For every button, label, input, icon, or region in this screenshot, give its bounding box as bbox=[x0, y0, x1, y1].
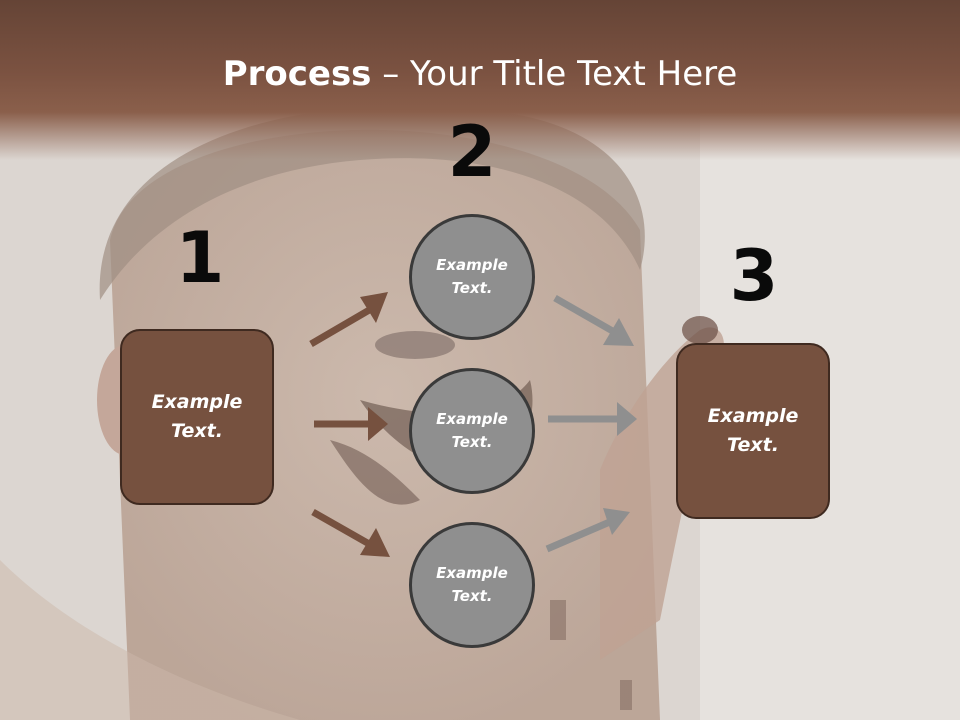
title-band bbox=[0, 0, 960, 160]
circle-bottom-text: Example Text. bbox=[436, 564, 508, 605]
step-2-circle-middle: Example Text. bbox=[409, 368, 535, 494]
step-2-number: 2 bbox=[447, 111, 497, 193]
circle-top-text: Example Text. bbox=[436, 256, 508, 297]
arrow-to-top-circle bbox=[309, 292, 388, 348]
slide-title: Process – Your Title Text Here bbox=[0, 52, 960, 96]
title-rest-part: – Your Title Text Here bbox=[371, 54, 738, 94]
step-1-number: 1 bbox=[175, 217, 225, 299]
step-3-box: Example Text. bbox=[676, 343, 830, 519]
circle-middle-text: Example Text. bbox=[436, 410, 508, 451]
step-3-box-text: Example Text. bbox=[707, 405, 799, 456]
arrow-to-middle-circle bbox=[314, 407, 388, 441]
arrow-from-middle-circle bbox=[548, 402, 637, 436]
step-1-box: Example Text. bbox=[120, 329, 274, 505]
arrow-from-top-circle bbox=[553, 294, 634, 346]
step-1-box-text: Example Text. bbox=[151, 391, 243, 442]
arrow-from-bottom-circle bbox=[545, 508, 630, 553]
title-bold-part: Process bbox=[222, 54, 372, 94]
step-2-circle-top: Example Text. bbox=[409, 214, 535, 340]
step-2-circle-bottom: Example Text. bbox=[409, 522, 535, 648]
arrow-to-bottom-circle bbox=[311, 508, 390, 557]
step-3-number: 3 bbox=[729, 235, 779, 317]
